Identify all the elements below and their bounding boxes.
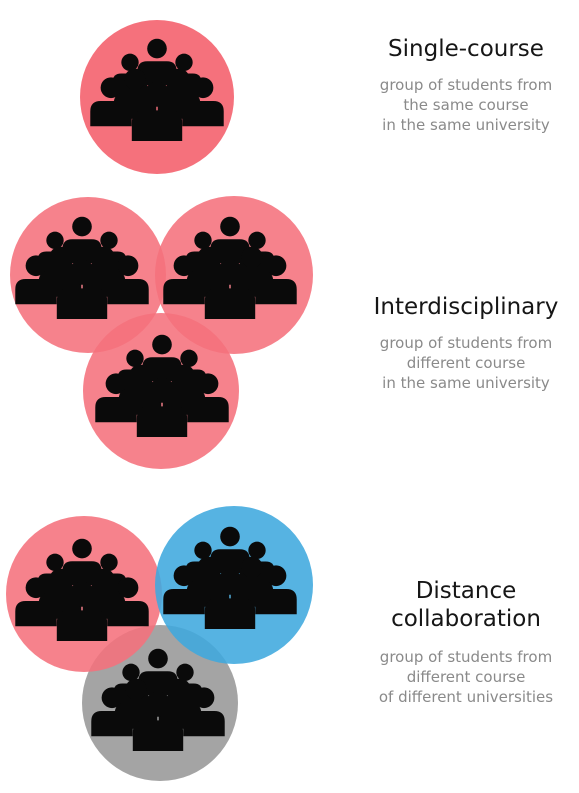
section-title: Interdisciplinary bbox=[373, 294, 559, 320]
description-line: different course bbox=[406, 353, 526, 372]
description-line: group of students from bbox=[379, 75, 553, 94]
single-course-diagram bbox=[80, 20, 234, 174]
description-line: in the same university bbox=[382, 373, 550, 392]
single-course-label: Single-course group of students from the… bbox=[350, 36, 579, 135]
interdisciplinary-diagram bbox=[10, 196, 313, 469]
description-line: of different universities bbox=[378, 688, 554, 707]
description-line: group of students from bbox=[379, 648, 553, 667]
description-line: the same course bbox=[403, 95, 529, 114]
section-description: group of students from different course … bbox=[350, 333, 579, 393]
title-line: collaboration bbox=[391, 605, 541, 632]
description-line: in the same university bbox=[382, 115, 550, 134]
section-title: Distance collaboration bbox=[350, 578, 579, 633]
distance-collaboration-diagram bbox=[6, 506, 313, 781]
title-line: Distance bbox=[415, 578, 517, 604]
description-line: different course bbox=[406, 668, 526, 687]
description-line: group of students from bbox=[379, 333, 553, 352]
section-description: group of students from the same course i… bbox=[350, 75, 579, 135]
section-description: group of students from different course … bbox=[350, 647, 579, 707]
section-title: Single-course bbox=[388, 36, 544, 62]
interdisciplinary-label: Interdisciplinary group of students from… bbox=[350, 294, 579, 393]
distance-collaboration-label: Distance collaboration group of students… bbox=[350, 578, 579, 707]
